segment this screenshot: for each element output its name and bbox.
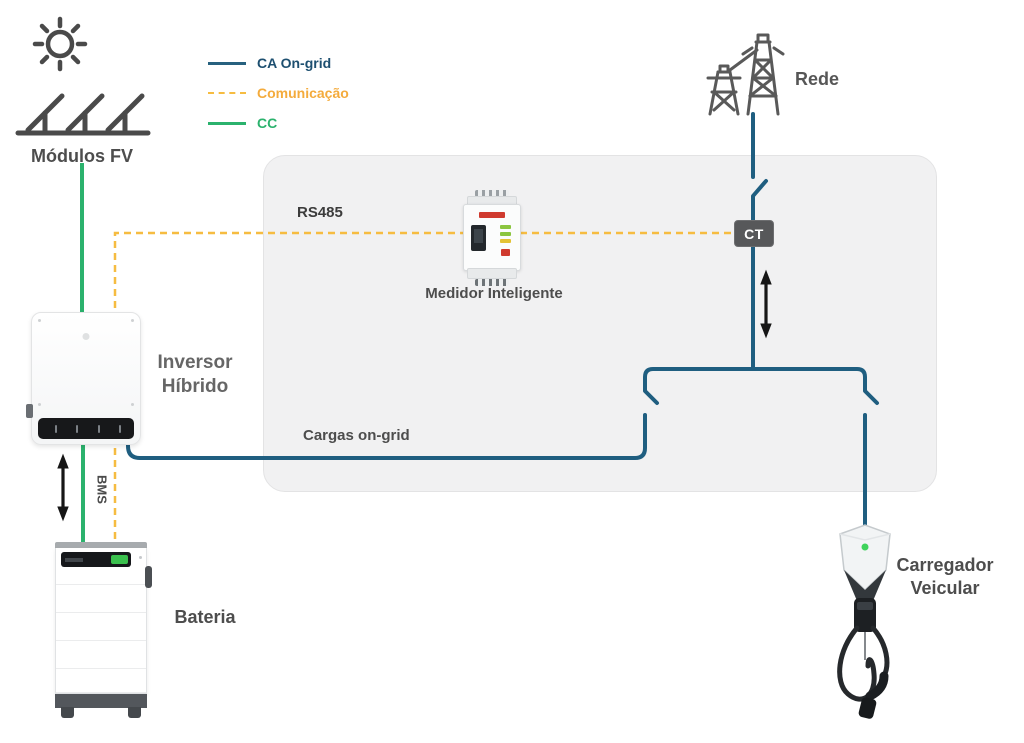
meter-button xyxy=(501,249,510,256)
inverter-screw xyxy=(38,319,41,322)
inverter-screw xyxy=(38,403,41,406)
inverter-display-bar xyxy=(38,418,134,439)
battery-module-seam xyxy=(56,584,146,585)
smart-meter-device xyxy=(463,190,521,286)
battery-foot xyxy=(128,707,141,718)
battery-module-seam xyxy=(56,668,146,669)
system-box xyxy=(263,155,937,492)
legend-label-comm: Comunicação xyxy=(257,85,349,101)
ev-charger-plug-tip xyxy=(858,697,877,719)
ac-wires xyxy=(126,112,879,528)
legend-item-dc: CC xyxy=(208,108,398,138)
ev-charger-label: Carregador Veicular xyxy=(896,555,994,599)
meter-terminals-bottom xyxy=(475,279,509,286)
comm-line-sample xyxy=(208,92,246,94)
meter-screen xyxy=(471,225,486,251)
meter-led-1 xyxy=(500,225,511,229)
battery-module-seam xyxy=(56,612,146,613)
ongrid-loads-label: Cargas on-grid xyxy=(303,427,410,444)
battery-flow-arrow-down xyxy=(57,506,69,522)
ev-charger-plug-handle xyxy=(865,671,889,701)
battery-top-edge xyxy=(55,542,147,548)
flow-arrows xyxy=(57,269,772,522)
battery-display-text xyxy=(65,558,83,562)
meter-terminals-top xyxy=(475,190,509,197)
legend: CA On-grid Comunicação CC xyxy=(208,48,398,138)
inverter-screw xyxy=(131,319,134,322)
inverter-screw xyxy=(131,403,134,406)
inverter-indicator xyxy=(55,425,58,433)
solar-panels-icon xyxy=(15,93,151,136)
legend-item-comm: Comunicação xyxy=(208,78,398,108)
grid-label: Rede xyxy=(795,69,840,89)
bms-label: BMS xyxy=(94,475,110,504)
battery-handle xyxy=(145,566,152,588)
hybrid-inverter-label: Inversor Híbrido xyxy=(157,352,233,397)
ev-charger-head xyxy=(839,524,891,592)
grid-tower-icon xyxy=(706,33,785,116)
battery-body xyxy=(55,548,147,694)
grid-flow-arrow-up xyxy=(760,269,772,285)
ev-charger-cable-loop xyxy=(837,625,877,702)
ev-charger-status-led xyxy=(861,543,869,551)
battery-flow-arrow-up xyxy=(57,453,69,469)
inverter-logo-mark xyxy=(82,333,90,340)
grid-switch-lower-wire xyxy=(751,179,768,371)
pv-modules-label: Módulos FV xyxy=(31,146,133,166)
ac-line-sample xyxy=(208,61,246,65)
meter-screen-display xyxy=(474,229,483,243)
battery-module-seam xyxy=(56,640,146,641)
smart-meter-label: Medidor Inteligente xyxy=(425,285,563,302)
ev-charger-device xyxy=(837,524,891,719)
meter-body xyxy=(463,204,521,271)
comm-wires xyxy=(113,231,734,552)
legend-item-ac: CA On-grid xyxy=(208,48,398,78)
ev-charger-holster-label xyxy=(857,602,873,610)
meter-led-2 xyxy=(500,232,511,236)
legend-label-dc: CC xyxy=(257,115,278,131)
meter-cap-bottom xyxy=(467,268,517,279)
inverter-indicator xyxy=(76,425,79,433)
battery-display xyxy=(61,552,131,567)
rs485-comm-wire xyxy=(113,231,734,320)
grid-flow-arrow-down xyxy=(760,323,772,339)
battery-base xyxy=(55,694,147,708)
hybrid-inverter-device xyxy=(26,312,141,445)
battery-device xyxy=(55,542,152,718)
inverter-indicator xyxy=(118,425,121,433)
ev-charger-facet xyxy=(839,533,891,541)
sun-icon xyxy=(32,16,88,72)
ongrid-loads-wire xyxy=(126,413,647,460)
dc-line-sample xyxy=(208,121,246,125)
pv-modules-icon xyxy=(15,16,151,136)
dc-wires xyxy=(80,163,85,552)
meter-brand-logo xyxy=(479,212,505,218)
inverter-side-connector xyxy=(26,404,33,418)
rs485-label: RS485 xyxy=(297,204,343,221)
meter-led-3 xyxy=(500,239,511,243)
battery-module-seam xyxy=(56,692,146,693)
distribution-bus-wire xyxy=(643,367,879,405)
battery-foot xyxy=(61,707,74,718)
ct-sensor-badge: CT xyxy=(734,220,774,247)
battery-label: Bateria xyxy=(174,607,236,627)
legend-label-ac: CA On-grid xyxy=(257,55,332,71)
inverter-indicator xyxy=(97,425,100,433)
battery-led xyxy=(139,556,142,559)
battery-charge-indicator xyxy=(111,555,128,564)
